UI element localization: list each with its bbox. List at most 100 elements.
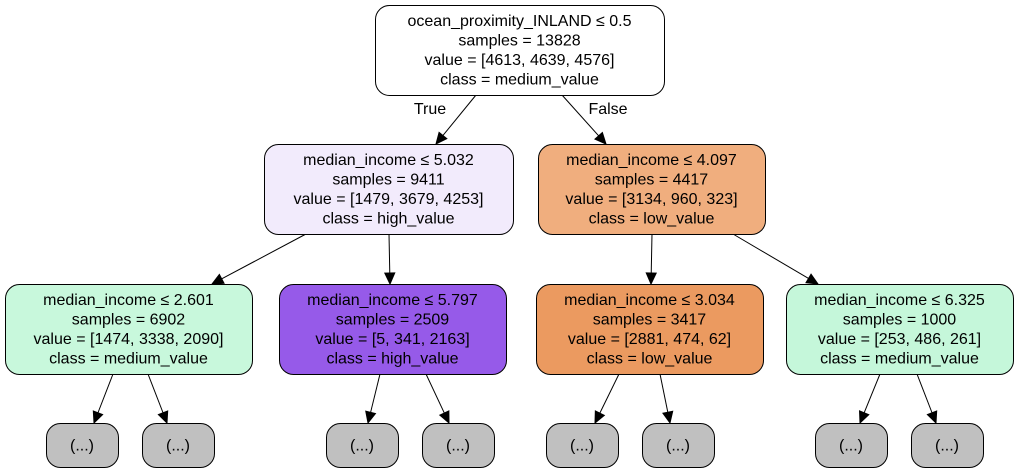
node-box [264,144,514,235]
node-box [642,423,715,468]
ellipsis-label: (...) [446,437,470,454]
class-label: class = medium_value [440,72,599,89]
samples-label: samples = 4417 [595,172,709,189]
node-box [536,284,764,375]
node-box [142,423,215,468]
node-box [815,423,888,468]
edge-n3-t1 [92,373,114,425]
edge-n2-n5 [645,233,658,286]
class-label: class = high_value [322,211,454,228]
arrow-head [365,410,377,425]
ellipsis-label: (...) [666,437,690,454]
node-box [911,423,984,468]
edge-n5-t6 [659,373,674,425]
samples-label: samples = 13828 [458,33,580,50]
class-label: class = low_value [587,351,713,368]
samples-label: samples = 2509 [336,312,450,329]
truncated-node-t7: (...) [815,423,888,468]
arrow-head [438,410,450,425]
node-box [538,144,766,235]
edge-line [561,94,600,137]
edge-line [425,373,445,414]
split-condition: median_income ≤ 4.097 [566,152,737,169]
node-box [375,5,665,96]
edge-line [916,373,933,413]
value-label: value = [5, 341, 2163] [315,331,469,348]
split-condition: median_income ≤ 6.325 [814,292,985,309]
value-label: value = [3134, 960, 323] [565,191,737,208]
truncated-node-t6: (...) [642,423,715,468]
edges-layer: True False [92,94,938,425]
ellipsis-label: (...) [166,437,190,454]
edge-n4-t3 [365,373,381,425]
edge-n1-n3 [210,233,307,285]
truncated-node-t8: (...) [911,423,984,468]
value-label: value = [1474, 3338, 2090] [34,331,224,348]
node-box [46,423,119,468]
value-label: value = [1479, 3679, 4253] [294,191,484,208]
arrow-head [594,410,606,425]
samples-label: samples = 1000 [843,312,957,329]
edge-root-n2: False [561,94,628,145]
truncated-node-t5: (...) [546,423,619,468]
arrow-head [157,410,169,425]
arrow-head [662,410,674,425]
node-box [422,423,495,468]
arrow-head [926,410,938,425]
value-label: value = [4613, 4639, 4576] [425,52,615,69]
edge-line [599,373,620,414]
edge-n6-t7 [858,373,881,425]
tree-node-n4: median_income ≤ 5.797 samples = 2509 value… [279,284,507,375]
truncated-node-t4: (...) [422,423,495,468]
edge-line [650,233,653,274]
ellipsis-label: (...) [570,437,594,454]
arrow-head [92,410,104,425]
split-condition: median_income ≤ 3.034 [564,292,735,309]
node-box [786,284,1014,375]
edge-n4-t4 [425,373,450,425]
edge-line [732,233,809,279]
split-condition: median_income ≤ 5.797 [307,292,478,309]
arrow-head [805,273,820,285]
tree-node-n3: median_income ≤ 2.601 samples = 6902 value… [5,284,253,375]
class-label: class = medium_value [820,351,979,368]
tree-node-n6: median_income ≤ 6.325 samples = 1000 value… [786,284,1014,375]
edge-line [147,373,164,413]
edge-label: True [414,101,446,118]
ellipsis-label: (...) [350,437,374,454]
arrow-head [858,410,870,425]
truncated-node-t2: (...) [142,423,215,468]
node-box [546,423,619,468]
split-condition: median_income ≤ 2.601 [43,292,214,309]
edge-n2-n6 [732,233,820,285]
node-box [326,423,399,468]
edge-line [442,94,477,136]
class-label: class = medium_value [49,351,208,368]
class-label: class = high_value [326,351,458,368]
edge-n5-t5 [594,373,620,425]
edge-line [659,373,669,413]
edge-root-n1: True [414,94,477,145]
edge-n1-n4 [383,233,396,286]
tree-node-n2: median_income ≤ 4.097 samples = 4417 value… [538,144,766,235]
samples-label: samples = 9411 [332,172,444,189]
truncated-node-t1: (...) [46,423,119,468]
edge-n3-t2 [147,373,169,425]
samples-label: samples = 6902 [72,312,186,329]
edge-line [221,233,307,280]
ellipsis-label: (...) [935,437,959,454]
arrow-head [435,131,448,145]
class-label: class = low_value [589,211,715,228]
value-label: value = [253, 486, 261] [818,331,981,348]
arrow-head [594,131,607,145]
edge-label: False [588,101,627,118]
edge-line [388,233,391,274]
edge-line [370,373,381,413]
edge-n6-t8 [916,373,938,425]
ellipsis-label: (...) [70,437,94,454]
